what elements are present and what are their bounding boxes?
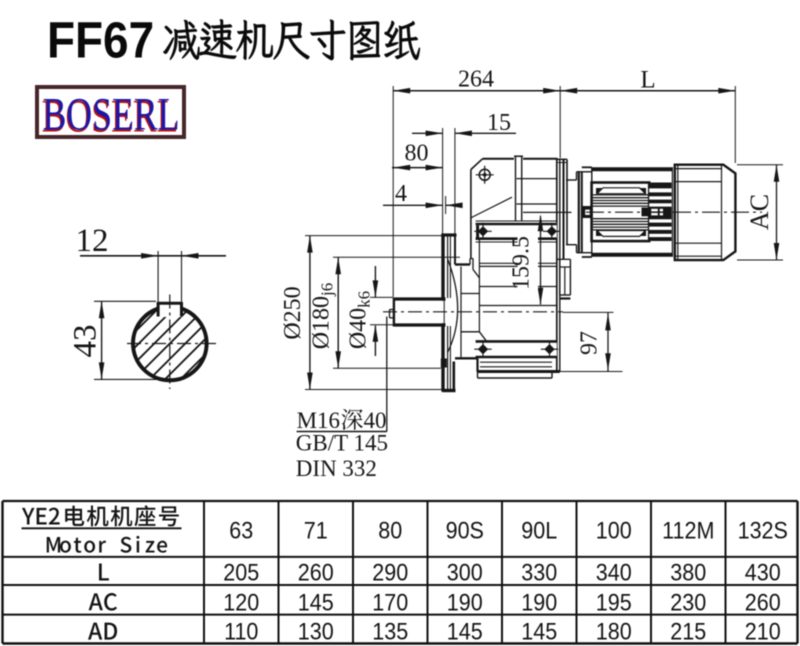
svg-text:132S: 132S [738, 516, 788, 544]
svg-text:40: 40 [364, 408, 387, 433]
svg-text:330: 330 [521, 558, 557, 586]
svg-text:159.5: 159.5 [509, 236, 535, 290]
svg-text:L: L [640, 67, 655, 94]
svg-text:210: 210 [745, 617, 781, 645]
svg-text:145: 145 [447, 617, 483, 645]
svg-text:130: 130 [298, 617, 334, 645]
svg-text:GB/T 145: GB/T 145 [296, 431, 388, 456]
svg-text:430: 430 [745, 558, 781, 586]
svg-text:145: 145 [521, 617, 557, 645]
svg-text:260: 260 [745, 588, 781, 616]
svg-text:BOSERL: BOSERL [43, 89, 180, 141]
svg-text:90S: 90S [446, 516, 484, 544]
svg-text:380: 380 [670, 558, 706, 586]
svg-text:195: 195 [596, 588, 632, 616]
svg-text:Ø250: Ø250 [280, 286, 306, 339]
svg-text:80: 80 [378, 516, 402, 544]
svg-text:112M: 112M [662, 516, 714, 544]
svg-text:97: 97 [577, 331, 603, 355]
svg-text:145: 145 [298, 588, 334, 616]
svg-text:264: 264 [458, 67, 494, 93]
svg-text:110: 110 [224, 617, 258, 645]
svg-text:135: 135 [372, 617, 408, 645]
svg-text:190: 190 [447, 588, 483, 616]
svg-text:290: 290 [372, 558, 408, 586]
svg-text:12: 12 [76, 223, 109, 259]
svg-text:170: 170 [372, 588, 408, 616]
svg-text:230: 230 [670, 588, 706, 616]
svg-text:80: 80 [405, 141, 429, 167]
svg-text:90L: 90L [521, 516, 557, 544]
svg-text:71: 71 [304, 516, 328, 544]
svg-text:340: 340 [596, 558, 632, 586]
svg-text:43: 43 [68, 325, 104, 358]
svg-text:215: 215 [670, 617, 706, 645]
svg-text:DIN 332: DIN 332 [296, 456, 377, 481]
svg-text:4: 4 [395, 181, 407, 207]
svg-text:190: 190 [521, 588, 557, 616]
svg-text:300: 300 [447, 558, 483, 586]
svg-text:AC: AC [745, 194, 774, 230]
svg-text:FF67: FF67 [47, 12, 154, 69]
svg-text:120: 120 [223, 588, 259, 616]
svg-text:100: 100 [596, 516, 632, 544]
svg-text:15: 15 [487, 110, 511, 136]
svg-text:M16: M16 [297, 408, 340, 433]
svg-text:260: 260 [298, 558, 334, 586]
svg-text:205: 205 [223, 558, 259, 586]
svg-text:63: 63 [229, 516, 253, 544]
svg-text:180: 180 [596, 617, 632, 645]
